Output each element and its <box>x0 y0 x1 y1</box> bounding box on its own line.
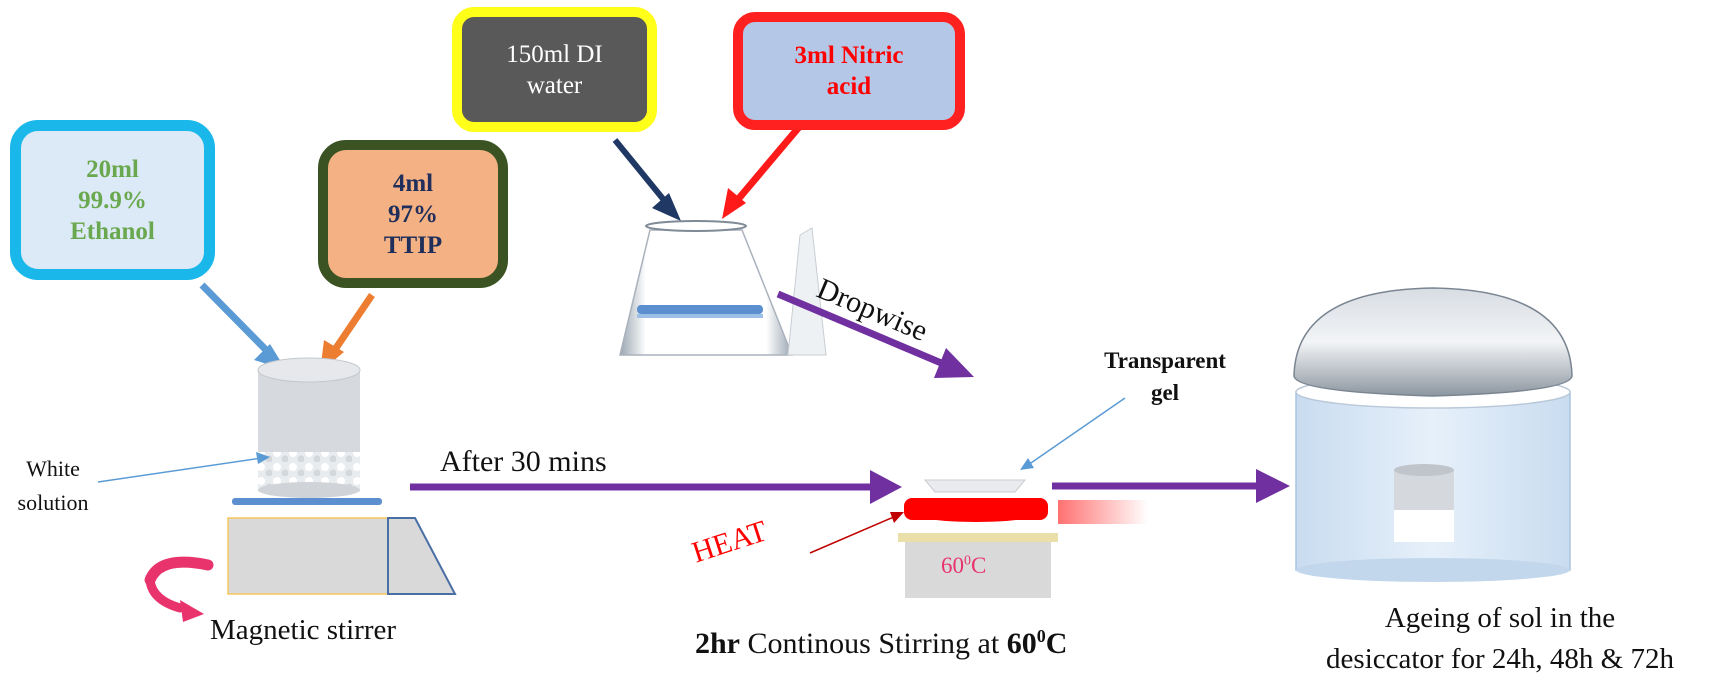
stirring-temp-unit: C <box>1045 627 1068 660</box>
magnetic-stirrer-label: Magnetic stirrer <box>210 614 397 646</box>
white-solution-label: White solution <box>8 452 98 520</box>
dropwise-arrow <box>776 290 974 378</box>
after-30-mins-arrow <box>410 470 902 504</box>
water-arrow <box>612 138 681 221</box>
hot-plate-temp-value: 60 <box>941 553 964 578</box>
transparent-gel-pointer <box>1020 397 1126 470</box>
ethanol-line-3: Ethanol <box>70 217 155 245</box>
after-30-mins-label: After 30 mins <box>440 445 607 478</box>
ethanol-line-2: 99.9% <box>78 186 147 214</box>
magnetic-stirrer <box>227 498 457 595</box>
water-line-1: 150ml DI <box>506 40 603 68</box>
ethanol-beaker <box>257 357 361 498</box>
nitric-line-1: 3ml Nitric <box>794 42 904 69</box>
ethanol-box: 20ml 99.9% Ethanol <box>10 120 215 280</box>
nitric-arrow <box>722 117 808 219</box>
heat-pointer <box>809 512 904 554</box>
ethanol-line-1: 20ml <box>86 155 139 183</box>
hot-plate-temp-degree: 0 <box>964 553 971 569</box>
water-box: 150ml DI water <box>452 7 657 132</box>
ttip-line-1: 4ml <box>392 169 434 197</box>
stirring-temp-degree: 0 <box>1036 626 1046 646</box>
ttip-box: 4ml 97% TTIP <box>318 140 508 288</box>
stirring-rotation-icon <box>144 556 214 622</box>
white-solution-line-2: solution <box>17 490 89 515</box>
transparent-gel-line-2: gel <box>1150 380 1180 405</box>
desiccator <box>1293 287 1573 582</box>
hot-plate-temp-unit: C <box>971 553 987 578</box>
transparent-gel-label: Transparent gel <box>1085 345 1245 409</box>
nitric-line-2: acid <box>826 73 872 100</box>
transparent-gel-line-1: Transparent <box>1104 348 1226 373</box>
ttip-line-3: TTIP <box>383 231 443 259</box>
white-solution-pointer <box>97 452 270 483</box>
stirring-duration: 2hr <box>695 627 740 660</box>
hot-plate-temperature: 600C <box>941 553 986 579</box>
acid-water-beaker <box>619 220 827 356</box>
to-desiccator-arrow <box>1052 469 1290 503</box>
stirring-caption: 2hr Continous Stirring at 600C <box>695 626 1067 661</box>
water-line-2: water <box>526 71 583 99</box>
hot-plate <box>898 479 1148 598</box>
stirring-temp-value: 60 <box>1006 627 1037 660</box>
ethanol-arrow <box>199 282 286 370</box>
ageing-line-1: Ageing of sol in the <box>1384 602 1616 634</box>
ageing-line-2: desiccator for 24h, 48h & 72h <box>1326 643 1674 675</box>
ttip-line-2: 97% <box>388 200 438 228</box>
nitric-box: 3ml Nitric acid <box>733 12 965 130</box>
stirring-text: Continous Stirring at <box>740 627 1007 660</box>
white-solution-line-1: White <box>26 456 80 481</box>
ageing-caption: Ageing of sol in the desiccator for 24h,… <box>1290 598 1710 680</box>
